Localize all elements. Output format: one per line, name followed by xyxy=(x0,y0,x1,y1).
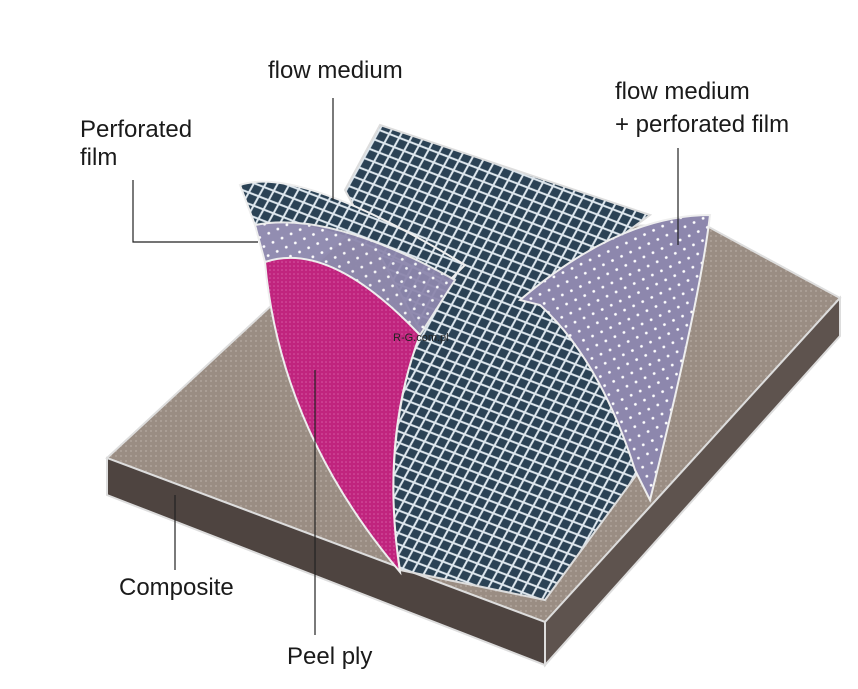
label-perforated-film-line1: Perforated xyxy=(80,116,193,143)
label-peel-ply: Peel ply xyxy=(287,643,373,670)
leader-lines xyxy=(132,98,679,635)
leader-perforated-film xyxy=(132,180,258,243)
label-flow-film-line1: flow medium xyxy=(615,78,750,105)
watermark: R-G.com.pl xyxy=(393,332,449,344)
flow-film-flap xyxy=(517,213,712,503)
label-flow-film-line2: + perforated film xyxy=(615,111,790,138)
label-composite: Composite xyxy=(119,574,234,601)
label-flow-medium: flow medium xyxy=(268,57,403,84)
peel-ply-flap xyxy=(263,256,422,576)
composite-front-right-face xyxy=(544,295,841,668)
label-perforated-film-line2: film xyxy=(80,144,118,171)
